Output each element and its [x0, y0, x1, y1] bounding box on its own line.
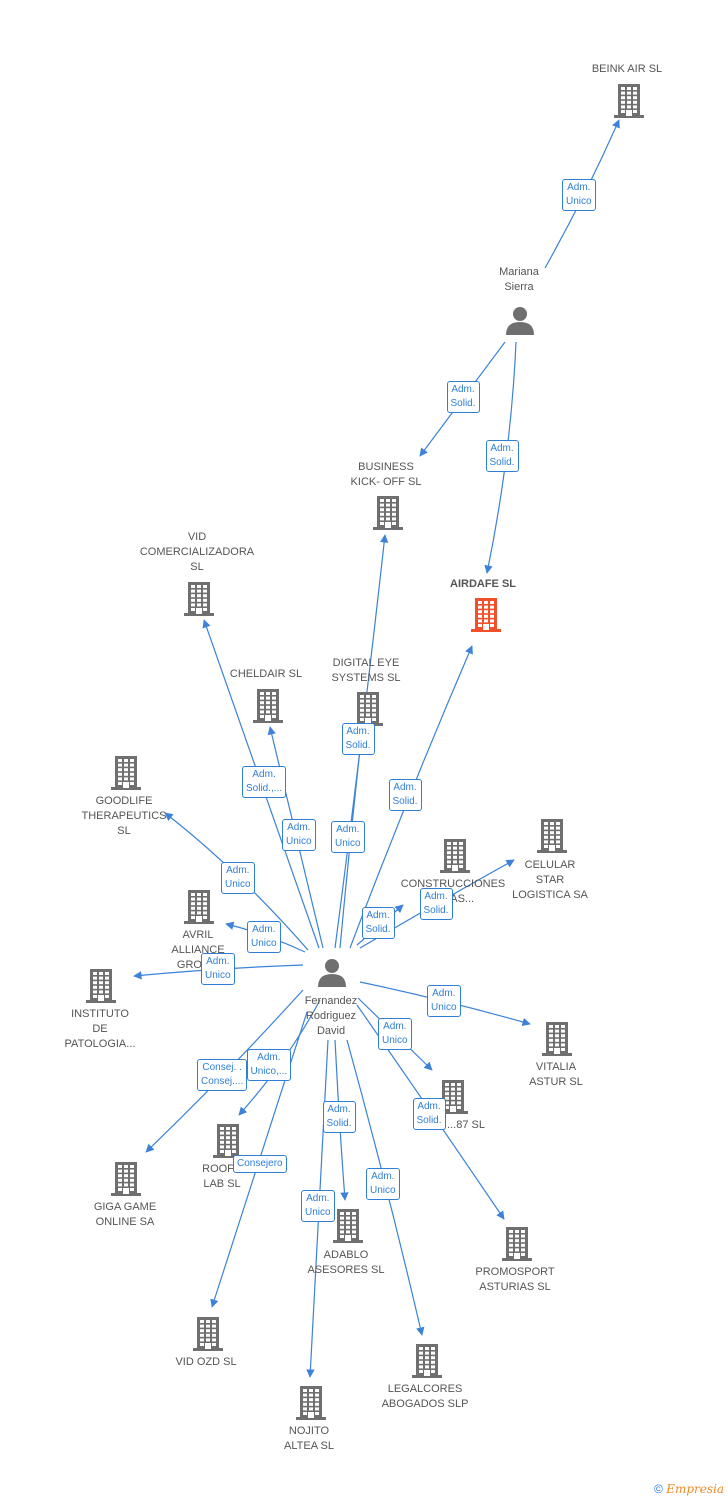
building-icon[interactable]	[440, 837, 470, 878]
building-icon[interactable]	[253, 687, 283, 728]
company-label[interactable]: VITALIA ASTUR SL	[529, 1061, 583, 1088]
company-label[interactable]: AIRDAFE SL	[450, 578, 516, 590]
relation-label[interactable]: Adm. Unico	[331, 821, 365, 853]
relation-label[interactable]: Adm. Unico	[301, 1190, 335, 1222]
company-label[interactable]: VID COMERCIALIZADORA SL	[139, 531, 255, 573]
building-icon[interactable]	[193, 1315, 223, 1356]
relation-label[interactable]: Adm. Unico	[201, 953, 235, 985]
relation-label[interactable]: Adm. Solid.	[446, 381, 480, 413]
company-label[interactable]: ROOF... LAB SL	[202, 1163, 242, 1190]
person-icon[interactable]	[317, 957, 347, 992]
company-label[interactable]: CELULAR STAR LOGISTICA SA	[512, 859, 588, 901]
relation-label[interactable]: Adm. Unico	[221, 862, 255, 894]
building-icon[interactable]	[537, 817, 567, 858]
footer-brand: © Empresia	[654, 1482, 724, 1496]
building-icon[interactable]	[614, 82, 644, 123]
relation-label[interactable]: Adm. Unico	[562, 179, 596, 211]
relation-label[interactable]: Adm. Solid.	[341, 723, 375, 755]
company-label[interactable]: NOJITO ALTEA SL	[284, 1425, 334, 1452]
relation-label[interactable]: Adm. Unico	[282, 819, 316, 851]
relation-label[interactable]: Adm. Solid.,...	[242, 766, 287, 798]
company-label[interactable]: VID OZD SL	[175, 1356, 237, 1368]
company-label[interactable]: INSTITUTO DE PATOLOGIA...	[64, 1008, 136, 1050]
company-label[interactable]: AVRIL ALLIANCE GROU...	[171, 929, 225, 971]
copyright-symbol: ©	[654, 1482, 663, 1496]
building-icon[interactable]	[111, 754, 141, 795]
company-label[interactable]: BUSINESS KICK- OFF SL	[350, 461, 422, 488]
relation-label[interactable]: Adm. Solid.	[322, 1101, 356, 1133]
person-label[interactable]: Mariana Sierra	[499, 266, 539, 293]
building-icon[interactable]	[86, 967, 116, 1008]
company-label[interactable]: LEGALCORES ABOGADOS SLP	[381, 1383, 469, 1410]
relation-label[interactable]: Adm. Unico	[427, 985, 461, 1017]
relation-label[interactable]: Adm. Solid.	[361, 907, 395, 939]
building-icon[interactable]	[213, 1122, 243, 1163]
building-icon[interactable]	[184, 888, 214, 929]
relation-label[interactable]: Adm. Solid.	[412, 1098, 446, 1130]
company-label[interactable]: BEINK AIR SL	[591, 63, 663, 75]
relation-label[interactable]: Adm. Solid.	[419, 888, 453, 920]
company-label[interactable]: GOODLIFE THERAPEUTICS SL	[81, 795, 167, 837]
relation-label[interactable]: Adm. Unico	[378, 1018, 412, 1050]
building-icon[interactable]	[111, 1160, 141, 1201]
relation-label[interactable]: Adm. Unico	[247, 921, 281, 953]
company-label[interactable]: CHELDAIR SL	[229, 668, 303, 680]
building-icon[interactable]	[438, 1078, 468, 1119]
building-icon[interactable]	[412, 1342, 442, 1383]
building-icon[interactable]	[373, 494, 403, 535]
building-icon[interactable]	[471, 596, 501, 637]
building-icon[interactable]	[184, 580, 214, 621]
company-label[interactable]: GIGA GAME ONLINE SA	[93, 1201, 157, 1228]
building-icon[interactable]	[542, 1020, 572, 1061]
company-label[interactable]: PROMOSPORT ASTURIAS SL	[475, 1266, 555, 1293]
relation-label[interactable]: Adm. Solid.	[388, 779, 422, 811]
person-icon[interactable]	[505, 305, 535, 340]
relation-label[interactable]: Adm. Unico,...	[246, 1049, 292, 1081]
building-icon[interactable]	[502, 1225, 532, 1266]
person-label[interactable]: Fernandez Rodriguez David	[304, 995, 358, 1037]
relation-label[interactable]: Consejero	[233, 1155, 287, 1173]
relation-label[interactable]: Adm. Unico	[366, 1168, 400, 1200]
company-label[interactable]: ...87 SL	[447, 1119, 485, 1131]
building-icon[interactable]	[333, 1207, 363, 1248]
company-label[interactable]: DIGITAL EYE SYSTEMS SL	[331, 657, 401, 684]
relation-label[interactable]: Consej. . Consej....	[197, 1059, 248, 1091]
relation-label[interactable]: Adm. Solid.	[485, 440, 519, 472]
company-label[interactable]: ADABLO ASESORES SL	[307, 1249, 385, 1276]
brand-logo: Empresia	[666, 1482, 724, 1496]
building-icon[interactable]	[296, 1384, 326, 1425]
